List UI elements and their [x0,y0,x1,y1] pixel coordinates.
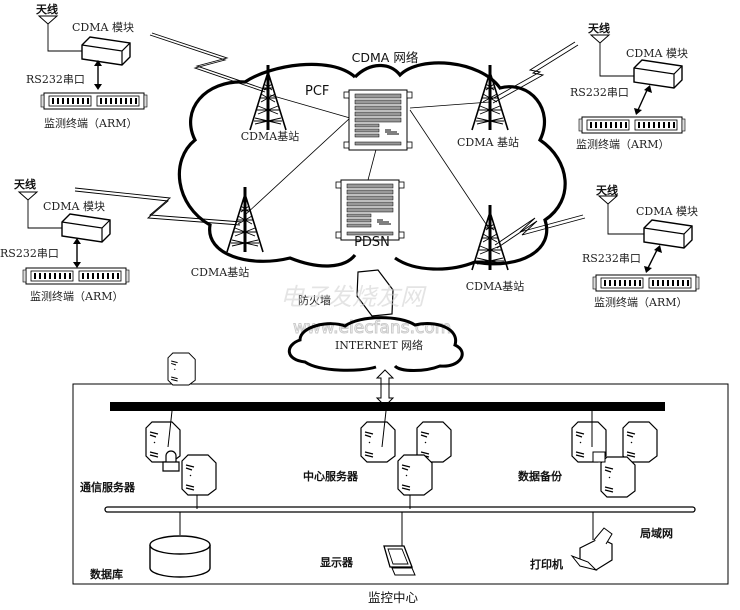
wireless-links [74,32,586,249]
wireless-link-2 [489,41,576,101]
monitor-icon [383,512,416,576]
cdma-module [61,213,111,243]
antenna-label: 天线 [588,21,610,35]
module-label: CDMA 模块 [626,47,688,60]
terminal-label: 监测终端（ARM） [44,116,138,130]
server-icon [181,454,217,496]
center-server-group: 中心服务器 [303,410,452,509]
pdsn-label: PDSN [354,235,390,250]
module-label: CDMA 模块 [636,205,698,218]
rs232-label: RS232串口 [0,247,59,260]
pcf-server [343,89,413,151]
rs232-label: RS232串口 [26,73,85,86]
server-icon [167,352,196,386]
watermark-url: www.elecfans.com [293,318,451,338]
antenna-icon [38,15,58,25]
backbone-bus [110,402,665,411]
cdma-module [633,59,683,89]
watermark-cn: 电子发烧友网 [280,283,427,311]
wireless-link-3 [74,187,243,223]
server-icon [360,421,396,463]
monitoring-center-frame [72,383,729,585]
antenna-icon [590,34,610,44]
wireless-link-1 [149,34,266,93]
display-label: 显示器 [320,556,354,569]
rs232-label: RS232串口 [570,86,629,99]
antenna-icon [18,191,38,201]
terminal-label: 监测终端（ARM） [30,289,124,303]
internet-label: INTERNET 网络 [335,338,423,352]
arm-terminal [578,116,686,134]
server-icon [622,421,658,463]
firewall-icon [356,269,394,317]
printer-icon [570,512,613,571]
terminal-label: 监测终端（ARM） [594,295,688,309]
terminal-group-4: 天线 CDMA 模块 RS232串口 监测终端（ARM） [582,183,700,309]
printer-label: 打印机 [530,557,563,571]
module-label: CDMA 模块 [72,21,134,34]
lan-bus [104,506,696,513]
internet-cloud [287,316,464,372]
backup-server-group: 数据备份 [518,411,658,498]
antenna-icon [598,195,618,205]
base-station-label-3: CDMA基站 [191,265,249,279]
base-station-label-1: CDMA基站 [241,129,299,143]
module-label: CDMA 模块 [43,200,105,213]
backup-label: 数据备份 [518,469,563,483]
wireless-link-4 [494,214,584,246]
arm-terminal [40,92,148,110]
server-icon [397,454,433,496]
base-station-label-2: CDMA 基站 [457,135,519,149]
lan-label: 局域网 [639,526,673,540]
database-icon [149,512,211,578]
terminal-group-1: 天线 CDMA 模块 RS232串口 监测终端（ARM） [26,2,148,130]
cdma-module [643,219,693,249]
rs232-label: RS232串口 [582,252,641,265]
pcf-label: PCF [305,84,329,99]
arm-terminal [22,267,130,285]
comm-server-label: 通信服务器 [80,480,136,494]
center-server-label: 中心服务器 [303,469,359,483]
base-station-tower-4 [470,203,510,272]
cdma-network-label: CDMA 网络 [352,50,419,65]
database-label: 数据库 [90,567,123,581]
base-station-tower-3 [225,185,265,254]
lock-icon [162,450,180,472]
terminal-group-2: 天线 CDMA 模块 RS232串口 监测终端（ARM） [570,21,688,151]
arm-terminal [592,274,700,292]
internet-link-arrow [375,369,395,407]
terminal-group-3: 天线 CDMA 模块 RS232串口 监测终端（ARM） [0,177,130,303]
firewall-label: 防火墙 [298,293,331,307]
server-icon [600,456,636,498]
monitoring-center-title: 监控中心 [368,590,419,605]
antenna-label: 天线 [596,183,618,197]
pdsn-server [335,179,405,241]
antenna-label: 天线 [36,2,58,16]
comm-server-group: 通信服务器 [80,352,217,509]
antenna-label: 天线 [14,177,36,191]
base-station-label-4: CDMA基站 [466,279,524,293]
cdma-module [81,36,131,66]
terminal-label: 监测终端（ARM） [576,137,670,151]
